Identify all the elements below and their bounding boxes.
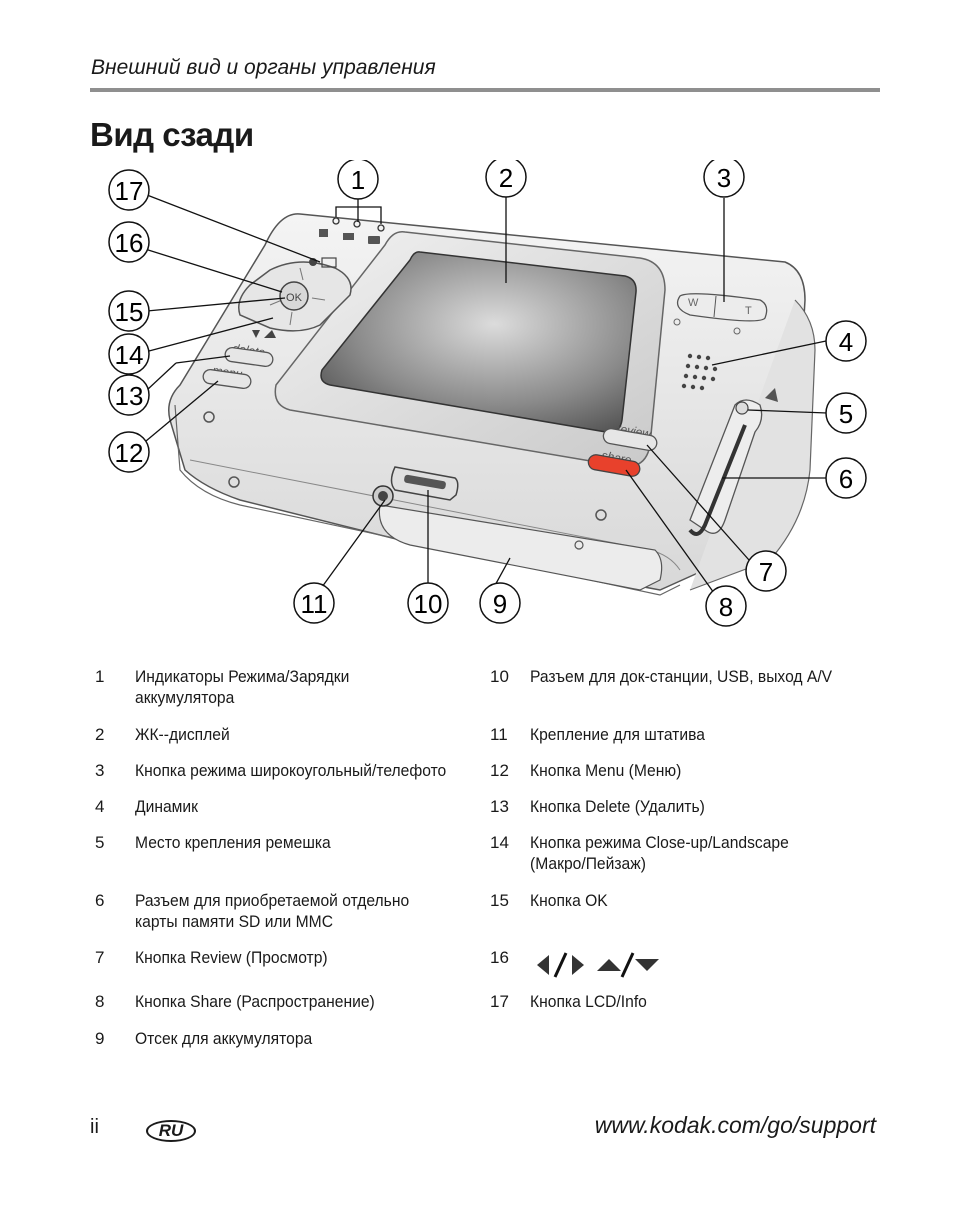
callout-15: 15: [108, 290, 150, 332]
callout-3: 3: [703, 160, 745, 198]
callout-label: 16: [115, 228, 144, 258]
callout-label: 3: [717, 163, 731, 193]
callout-label: 9: [493, 589, 507, 619]
callout-label: 17: [115, 176, 144, 206]
callout-14: 14: [108, 333, 150, 375]
language-badge: RU: [146, 1120, 196, 1142]
callout-label: 15: [115, 297, 144, 327]
page-number: ii: [90, 1116, 99, 1138]
zoom-rocker[interactable]: W T: [673, 293, 768, 335]
battery-door: [378, 504, 663, 591]
ok-button[interactable]: OK: [279, 281, 309, 311]
camera-back-diagram: OK delete menu W T review share: [108, 160, 867, 627]
callout-label: 14: [115, 340, 144, 370]
callout-5: 5: [825, 392, 867, 434]
callout-13: 13: [108, 374, 150, 416]
callout-label: 7: [759, 557, 773, 587]
callout-8: 8: [705, 585, 747, 627]
callout-label: 10: [414, 589, 443, 619]
callout-11: 11: [293, 582, 335, 624]
callout-label: 1: [351, 165, 365, 195]
callout-label: 6: [839, 464, 853, 494]
callout-label: 5: [839, 399, 853, 429]
callout-17: 17: [108, 169, 150, 211]
closeup-icon: [252, 330, 260, 338]
lcd-info-icon: [321, 257, 337, 268]
arrow-up-down-icon: [597, 952, 659, 978]
leader-lines: [144, 194, 828, 594]
header-rule: [90, 88, 880, 92]
mode-charge-indicators: [319, 217, 385, 244]
video-mode-icon: [343, 233, 354, 240]
speaker: [681, 353, 718, 391]
callout-6: 6: [825, 457, 867, 499]
zoom-in-icon: [733, 327, 741, 335]
callout-label: 12: [115, 438, 144, 468]
callout-label: 11: [301, 589, 328, 619]
arrow-nav-icons: [537, 952, 659, 978]
tripod-socket: [372, 485, 394, 507]
lcd-display: [274, 231, 666, 468]
callout-1: 1: [337, 160, 379, 200]
callout-2: 2: [485, 160, 527, 198]
callout-10: 10: [407, 582, 449, 624]
callout-12: 12: [108, 431, 150, 473]
callout-label: 2: [499, 163, 513, 193]
playback-mode-icon: [319, 229, 328, 237]
callout-label: 13: [115, 381, 144, 411]
landscape-icon: [264, 330, 276, 338]
callout-label: 4: [839, 327, 853, 357]
page-title: Вид сзади: [90, 116, 254, 153]
review-button[interactable]: review: [602, 421, 658, 452]
ok-label: OK: [286, 292, 303, 304]
callout-7: 7: [745, 550, 787, 592]
wide-label: W: [688, 297, 699, 309]
camera-mode-icon: [368, 236, 380, 244]
zoom-out-icon: [673, 318, 681, 326]
arrow-left-right-icon: [537, 952, 584, 978]
callout-16: 16: [108, 221, 150, 263]
menu-button[interactable]: menu: [202, 363, 252, 390]
callout-label: 8: [719, 592, 733, 622]
delete-button[interactable]: delete: [224, 341, 274, 368]
section-header: Внешний вид и органы управления: [91, 56, 436, 79]
callout-4: 4: [825, 320, 867, 362]
support-url: www.kodak.com/go/support: [594, 1112, 876, 1138]
tele-label: T: [745, 305, 752, 317]
dock-connector: [390, 466, 459, 501]
memory-card-slot: [688, 424, 747, 536]
callout-9: 9: [479, 582, 521, 624]
